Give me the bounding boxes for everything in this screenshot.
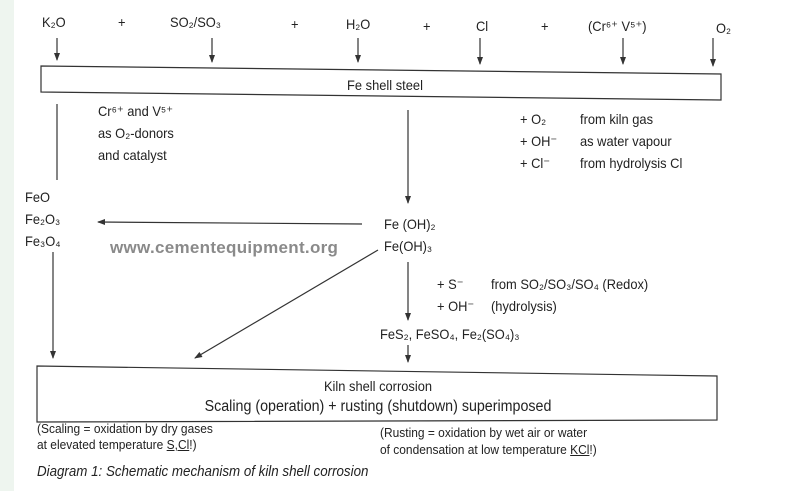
reactant-o2: O₂ (716, 20, 732, 36)
note-scaling-line1: (Scaling = oxidation by dry gases (37, 421, 213, 436)
shell-box-label: Fe shell steel (347, 77, 423, 93)
addition-ion: + O₂ (520, 111, 547, 127)
oxide: Fe₂O₃ (25, 211, 61, 227)
note-text: of condensation at low temperature (380, 442, 571, 457)
addition-ion: + OH⁻ (437, 298, 475, 314)
shell-box (40, 65, 722, 101)
note-underlined: S,Cl (166, 437, 190, 452)
addition-source: as water vapour (580, 133, 672, 149)
oxide: FeO (25, 189, 51, 205)
arrow-to-oxides (97, 219, 363, 226)
reactant-k2o: K₂O (42, 14, 66, 30)
note-underlined: KCl (570, 442, 590, 457)
arrow-diagonal (194, 249, 379, 359)
addition-ion: + S⁻ (437, 276, 464, 292)
reactant-cr-v: (Cr⁶⁺ V⁵⁺) (588, 18, 647, 34)
result-box (36, 365, 718, 423)
addition-source: from hydrolysis Cl (580, 155, 683, 171)
plus: + (423, 18, 431, 34)
addition-source: from SO₂/SO₃/SO₄ (Redox) (491, 276, 649, 292)
diagram-caption: Diagram 1: Schematic mechanism of kiln s… (37, 464, 369, 480)
note-text: at elevated temperature (37, 437, 167, 452)
catalyst-line: as O₂-donors (98, 125, 174, 141)
addition-ion: + OH⁻ (520, 133, 558, 149)
result-title: Kiln shell corrosion (323, 378, 433, 394)
note-text: !) (189, 437, 197, 452)
reactant-so2-so3: SO₂/SO₃ (170, 14, 222, 30)
sulfate-products: FeS₂, FeSO₄, Fe₂(SO₄)₃ (380, 326, 520, 342)
catalyst-line: Cr⁶⁺ and V⁵⁺ (98, 103, 174, 119)
reactant-cl: Cl (476, 18, 489, 34)
addition-ion: + Cl⁻ (520, 155, 551, 171)
reactant-h2o: H₂O (346, 16, 371, 32)
note-rusting-line1: (Rusting = oxidation by wet air or water (380, 425, 588, 440)
catalyst-line: and catalyst (98, 147, 167, 163)
plus: + (118, 14, 126, 30)
plus: + (541, 18, 549, 34)
note-text: !) (589, 442, 597, 457)
plus: + (291, 16, 299, 32)
oxide: Fe₃O₄ (25, 233, 61, 249)
addition-source: (hydrolysis) (491, 298, 557, 314)
hydroxide: Fe(OH)₃ (384, 238, 433, 254)
watermark: www.cementequipment.org (110, 238, 339, 257)
note-rusting-line2: of condensation at low temperature KCl!) (380, 442, 597, 458)
side-strip (0, 0, 14, 491)
result-subtitle: Scaling (operation) + rusting (shutdown)… (204, 398, 552, 415)
hydroxide: Fe (OH)₂ (384, 216, 436, 232)
addition-source: from kiln gas (580, 111, 654, 127)
note-scaling-line2: at elevated temperature S,Cl!) (37, 437, 197, 453)
